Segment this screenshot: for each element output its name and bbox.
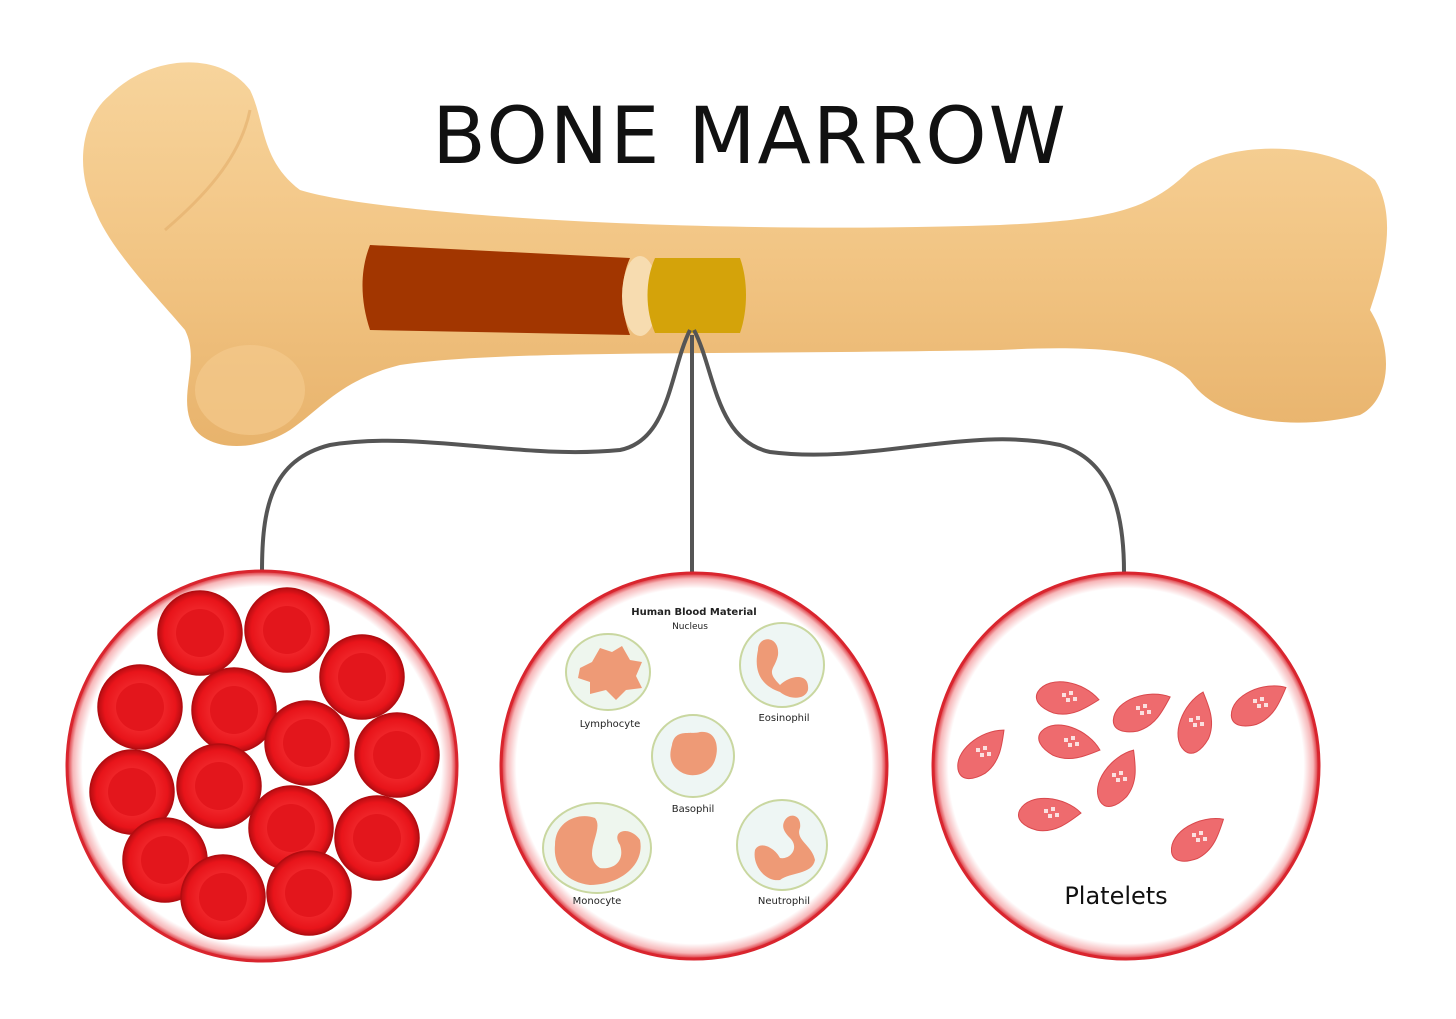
platelet-granule [1123,777,1127,781]
platelet-granule [1147,710,1151,714]
monocyte: Monocyte [542,802,652,907]
platelet-granule [1068,743,1072,747]
platelet-granule [1073,697,1077,701]
platelet-granule [1055,813,1059,817]
red-blood-cell-center [263,606,311,654]
platelet-granule [1189,718,1193,722]
red-blood-cell-center [195,762,243,810]
bone-cut-face [622,256,658,336]
panel-heading: Human Blood Material [631,607,756,618]
platelet-granule [1193,723,1197,727]
svg-text:Eosinophil: Eosinophil [758,713,809,724]
platelet-granule [983,746,987,750]
platelet-granule [1203,837,1207,841]
platelet [1177,691,1213,754]
red-blood-cell-center [141,836,189,884]
platelet-granule [1119,771,1123,775]
platelet-granule [1071,736,1075,740]
connector-left [260,329,692,573]
red-blood-cell-center [285,869,333,917]
white-blood-cells-panel: Human Blood Material Nucleus Lymphocyte … [499,571,889,961]
platelet-granule [1066,698,1070,702]
basophil: Basophil [651,714,735,815]
platelet-granule [1143,704,1147,708]
platelet-granule [1075,742,1079,746]
platelets-label: Platelets [1064,882,1167,910]
neutrophil: Neutrophil [736,799,828,907]
lymphocyte: Lymphocyte [565,633,651,730]
red-blood-cell-center [108,768,156,816]
platelet [1035,681,1100,715]
svg-text:Monocyte: Monocyte [573,896,622,907]
platelet-granule [1196,716,1200,720]
platelet-granule [1048,814,1052,818]
diagram-title: BONE MARROW [432,92,1068,182]
platelet-granule [1264,703,1268,707]
red-blood-cells [89,587,440,940]
red-blood-cell-center [338,653,386,701]
platelet-granule [1200,722,1204,726]
svg-text:Basophil: Basophil [672,804,715,815]
red-blood-cell-center [176,609,224,657]
platelet-granule [1069,691,1073,695]
svg-text:Lymphocyte: Lymphocyte [580,719,641,730]
red-blood-cells-panel [65,569,459,963]
platelet-granule [1140,711,1144,715]
platelet [1038,724,1101,760]
bone-shape [83,62,1388,447]
red-marrow [362,245,630,335]
platelet-granule [1044,809,1048,813]
red-blood-cell-center [210,686,258,734]
svg-text:Neutrophil: Neutrophil [758,896,810,907]
platelet-granule [1196,838,1200,842]
red-blood-cell-center [283,719,331,767]
red-blood-cell-center [373,731,421,779]
yellow-marrow [647,258,746,333]
panel-subheading: Nucleus [672,622,708,632]
connectors [260,329,1126,573]
red-blood-cell-center [199,873,247,921]
platelet-granule [1064,738,1068,742]
red-blood-cell-center [353,814,401,862]
platelet-granule [980,753,984,757]
platelet-granule [1192,833,1196,837]
platelets-panel: Platelets [931,571,1321,961]
platelet-granule [1051,807,1055,811]
platelet-granule [1253,699,1257,703]
platelet-granule [976,748,980,752]
eosinophil: Eosinophil [739,622,825,724]
platelet-granule [1199,831,1203,835]
platelet-granule [1112,773,1116,777]
platelet-granule [1116,778,1120,782]
platelet-granule [1136,706,1140,710]
connector-right [692,329,1126,573]
platelet-granule [1260,697,1264,701]
red-blood-cell-center [116,683,164,731]
trochanter [195,345,305,435]
red-blood-cell-center [267,804,315,852]
platelet-granule [1257,704,1261,708]
platelets [957,681,1287,862]
platelet-granule [1062,693,1066,697]
platelet-granule [987,752,991,756]
bone [83,62,1388,447]
